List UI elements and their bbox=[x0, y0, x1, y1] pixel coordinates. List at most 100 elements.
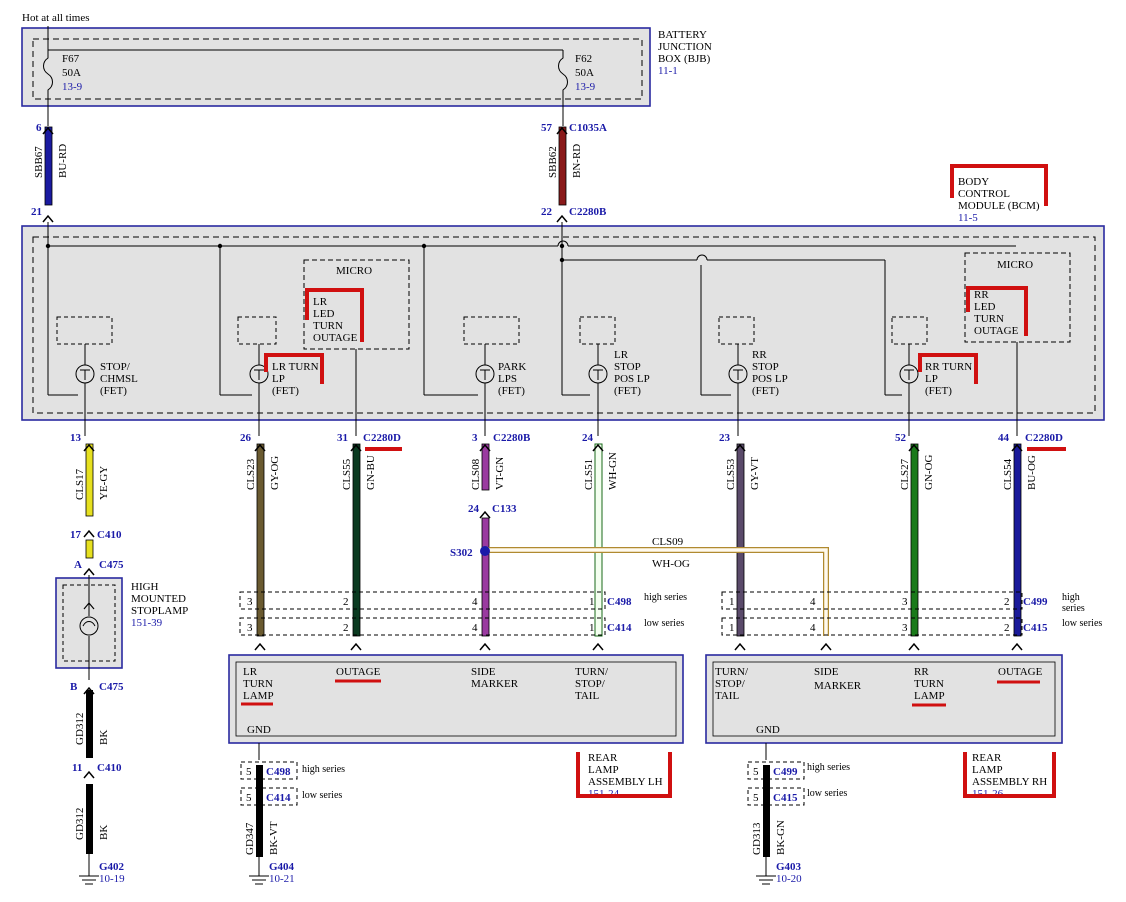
fet-lr-stop-l3: POS LP bbox=[614, 373, 650, 385]
ground-lh: 5 C498 high series 5 C414 low series GD3… bbox=[240, 743, 345, 885]
lh-item-1-l3: LAMP bbox=[243, 690, 274, 702]
fet-rr-stop-l2: STOP bbox=[752, 361, 779, 373]
fuse-f67-amps: 50A bbox=[62, 67, 81, 79]
fet-stop-chmsl-l1: STOP/ bbox=[100, 361, 131, 373]
battery-junction-box: F67 50A 13-9 F62 50A 13-9 BATTERY JUNCTI… bbox=[21, 26, 712, 126]
lh-gnd-pin-high: 5 bbox=[246, 766, 252, 778]
splice-color: WH-OG bbox=[652, 558, 690, 570]
chmsl-title-2: MOUNTED bbox=[131, 593, 186, 605]
chmsl-c410b: C410 bbox=[97, 762, 122, 774]
feed-wire-sbb62-color: BN-RD bbox=[571, 144, 583, 178]
rh-high-pin4: 2 bbox=[1004, 596, 1010, 608]
output-wire-cls55: 31 C2280D CLS55 GN-BU bbox=[337, 432, 402, 637]
lh-item-1-l1: LR bbox=[243, 666, 258, 678]
bcm-title: BODY CONTROL MODULE (BCM) 11-5 bbox=[950, 164, 1048, 224]
bjb-ref: 11-1 bbox=[658, 65, 678, 77]
rh-low-label: low series bbox=[1062, 618, 1102, 629]
ground-g402: G402 bbox=[99, 861, 125, 873]
lh-gnd-conn-high: C498 bbox=[266, 766, 291, 778]
rh-item-3-l3: LAMP bbox=[914, 690, 945, 702]
outage-right-4: OUTAGE bbox=[974, 325, 1019, 337]
rh-gnd-label-low: low series bbox=[807, 788, 847, 799]
micro-left-label: MICRO bbox=[336, 265, 372, 277]
annotation-mark bbox=[966, 286, 1028, 336]
chmsl-title-1: HIGH bbox=[131, 581, 159, 593]
outage-right-3: TURN bbox=[974, 313, 1004, 325]
annotation-mark bbox=[918, 353, 978, 384]
ground-g404: G404 bbox=[269, 861, 295, 873]
cls08-pin: 3 bbox=[472, 432, 478, 444]
lh-title-1: REAR bbox=[588, 752, 618, 764]
lh-low-label: low series bbox=[644, 618, 684, 629]
output-wire-cls08: 3 C2280B CLS08 VT-GN 24 C133 bbox=[468, 432, 531, 637]
cls17-pin: 13 bbox=[70, 432, 82, 444]
splice-id: S302 bbox=[450, 547, 473, 559]
lh-high-pin4: 1 bbox=[589, 596, 595, 608]
bcm-title-1: BODY bbox=[958, 176, 989, 188]
rh-title-1: REAR bbox=[972, 752, 1002, 764]
ground-g404-ref: 10-21 bbox=[269, 873, 295, 885]
rh-item-2-l2: MARKER bbox=[814, 680, 862, 692]
output-wire-cls23: 26 CLS23 GY-OG bbox=[240, 432, 281, 637]
lh-high-pin1: 3 bbox=[247, 596, 253, 608]
fet-park-l1: PARK bbox=[498, 361, 526, 373]
cls27-pin: 52 bbox=[895, 432, 907, 444]
outage-right-1: RR bbox=[974, 289, 989, 301]
fuse-f62-ref: 13-9 bbox=[575, 81, 596, 93]
rh-item-4: OUTAGE bbox=[998, 666, 1043, 678]
fet-lr-stop-l2: STOP bbox=[614, 361, 641, 373]
cls51-color: WH-GN bbox=[607, 452, 619, 490]
rh-gnd: GND bbox=[756, 724, 780, 736]
cls54-pin: 44 bbox=[998, 432, 1010, 444]
bjb-title-2: JUNCTION bbox=[658, 41, 712, 53]
fet-park-l3: (FET) bbox=[498, 385, 525, 397]
fuse-f62-amps: 50A bbox=[575, 67, 594, 79]
chmsl-gd-bottom-color: BK bbox=[98, 825, 110, 840]
cls08-c133-conn: C133 bbox=[492, 503, 517, 515]
fet-rr-turn-l1: RR TURN bbox=[925, 361, 972, 373]
cls54-circuit: CLS54 bbox=[1002, 458, 1014, 490]
cls55-pin: 31 bbox=[337, 432, 348, 444]
lh-high-label: high series bbox=[644, 592, 687, 603]
cls53-circuit: CLS53 bbox=[725, 458, 737, 490]
rh-item-3-l1: RR bbox=[914, 666, 929, 678]
rh-low-pin3: 3 bbox=[902, 622, 908, 634]
cls23-pin: 26 bbox=[240, 432, 252, 444]
rh-series-connectors: 1 4 3 2 C499 high series 1 4 3 2 C415 lo… bbox=[721, 591, 1102, 651]
fet-rr-stop-l4: (FET) bbox=[752, 385, 779, 397]
cls51-pin: 24 bbox=[582, 432, 594, 444]
splice-s302: S302 CLS09 WH-OG bbox=[450, 536, 829, 636]
rh-high-label: high bbox=[1062, 592, 1080, 603]
rh-high-conn: C499 bbox=[1023, 596, 1048, 608]
lh-high-conn: C498 bbox=[607, 596, 632, 608]
rh-low-conn: C415 bbox=[1023, 622, 1048, 634]
lh-title-3: ASSEMBLY LH bbox=[588, 776, 663, 788]
outage-left-3: TURN bbox=[313, 320, 343, 332]
feed-wire-sbb67-pin-bottom: 21 bbox=[31, 206, 42, 218]
cls53-pin: 23 bbox=[719, 432, 731, 444]
rh-item-2-l1: SIDE bbox=[814, 666, 839, 678]
cls17-color: YE-GY bbox=[98, 466, 110, 500]
fet-rr-stop-pos: RR STOP POS LP (FET) bbox=[728, 344, 788, 436]
rear-lamp-assembly-rh: TURN/ STOP/ TAIL SIDE MARKER RR TURN LAM… bbox=[705, 654, 1063, 800]
annotation-mark bbox=[963, 752, 1056, 798]
chmsl-c410: C410 bbox=[97, 529, 122, 541]
feed-wire-sbb62-pin-top: 57 bbox=[541, 122, 553, 134]
bcm-title-3: MODULE (BCM) bbox=[958, 200, 1040, 212]
rh-gnd-color: BK-GN bbox=[775, 820, 787, 855]
chmsl-gd-bottom: GD312 bbox=[74, 808, 86, 840]
lh-gnd-pin-low: 5 bbox=[246, 792, 252, 804]
rh-gnd-pin-low: 5 bbox=[753, 792, 759, 804]
bjb-title-1: BATTERY bbox=[658, 29, 707, 41]
annotation-mark bbox=[950, 164, 1048, 206]
chmsl-pin-b: B bbox=[70, 681, 78, 693]
fet-lr-turn: LR TURN LP (FET) bbox=[249, 344, 324, 436]
fet-lr-turn-l1: LR TURN bbox=[272, 361, 319, 373]
lh-high-pin3: 4 bbox=[472, 596, 478, 608]
rh-item-1-l3: TAIL bbox=[715, 690, 739, 702]
rh-title-2: LAMP bbox=[972, 764, 1003, 776]
outage-left-1: LR bbox=[313, 296, 328, 308]
cls54-color: BU-OG bbox=[1026, 455, 1038, 490]
